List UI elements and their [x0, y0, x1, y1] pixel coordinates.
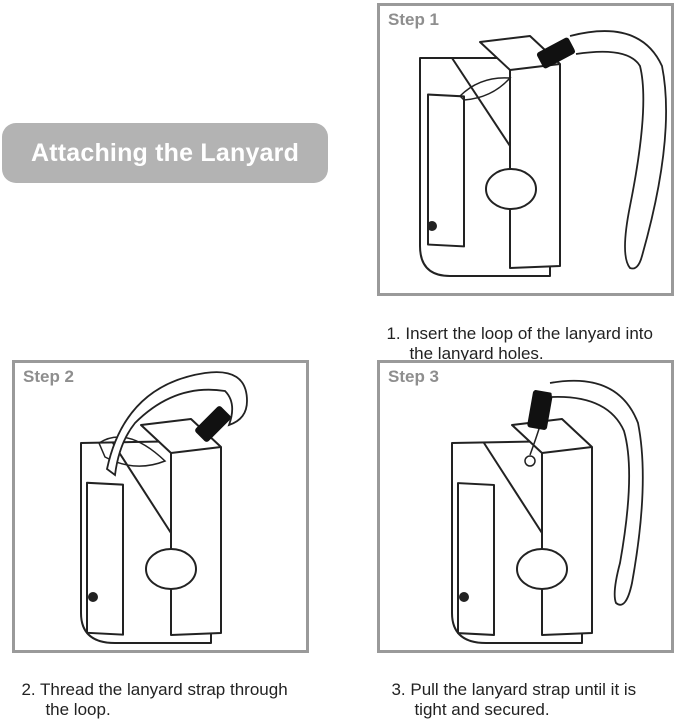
step-1-caption-line2: the lanyard holes. — [409, 344, 544, 363]
step-2-panel: Step 2 — [12, 360, 309, 653]
step-3-caption-line1: 3. Pull the lanyard strap until it is — [391, 680, 637, 699]
step-2-caption: 2. Thread the lanyard strap through — [12, 660, 288, 700]
step-3-caption-2: tight and secured. — [405, 680, 550, 720]
step-3-caption: 3. Pull the lanyard strap until it is — [382, 660, 636, 700]
step-3-illustration — [451, 379, 644, 644]
step-3-caption-line2: tight and secured. — [414, 700, 550, 719]
step-2-caption-2: the loop. — [36, 680, 111, 720]
step-3-label: Step 3 — [388, 367, 440, 386]
step-2-caption-line2: the loop. — [45, 700, 111, 719]
step-1-caption: 1. Insert the loop of the lanyard into — [377, 304, 653, 344]
step-1-label: Step 1 — [388, 10, 440, 29]
step-2-label: Step 2 — [23, 367, 75, 386]
page-title: Attaching the Lanyard — [2, 123, 328, 183]
step-1-panel: Step 1 — [377, 3, 674, 296]
step-2-caption-line1: 2. Thread the lanyard strap through — [21, 680, 288, 699]
step-2-illustration — [80, 371, 248, 644]
step-1-caption-2: the lanyard holes. — [400, 324, 544, 364]
step-1-caption-line1: 1. Insert the loop of the lanyard into — [386, 324, 653, 343]
step-3-panel: Step 3 — [377, 360, 674, 653]
step-1-illustration — [419, 30, 667, 277]
page-title-text: Attaching the Lanyard — [30, 138, 300, 167]
